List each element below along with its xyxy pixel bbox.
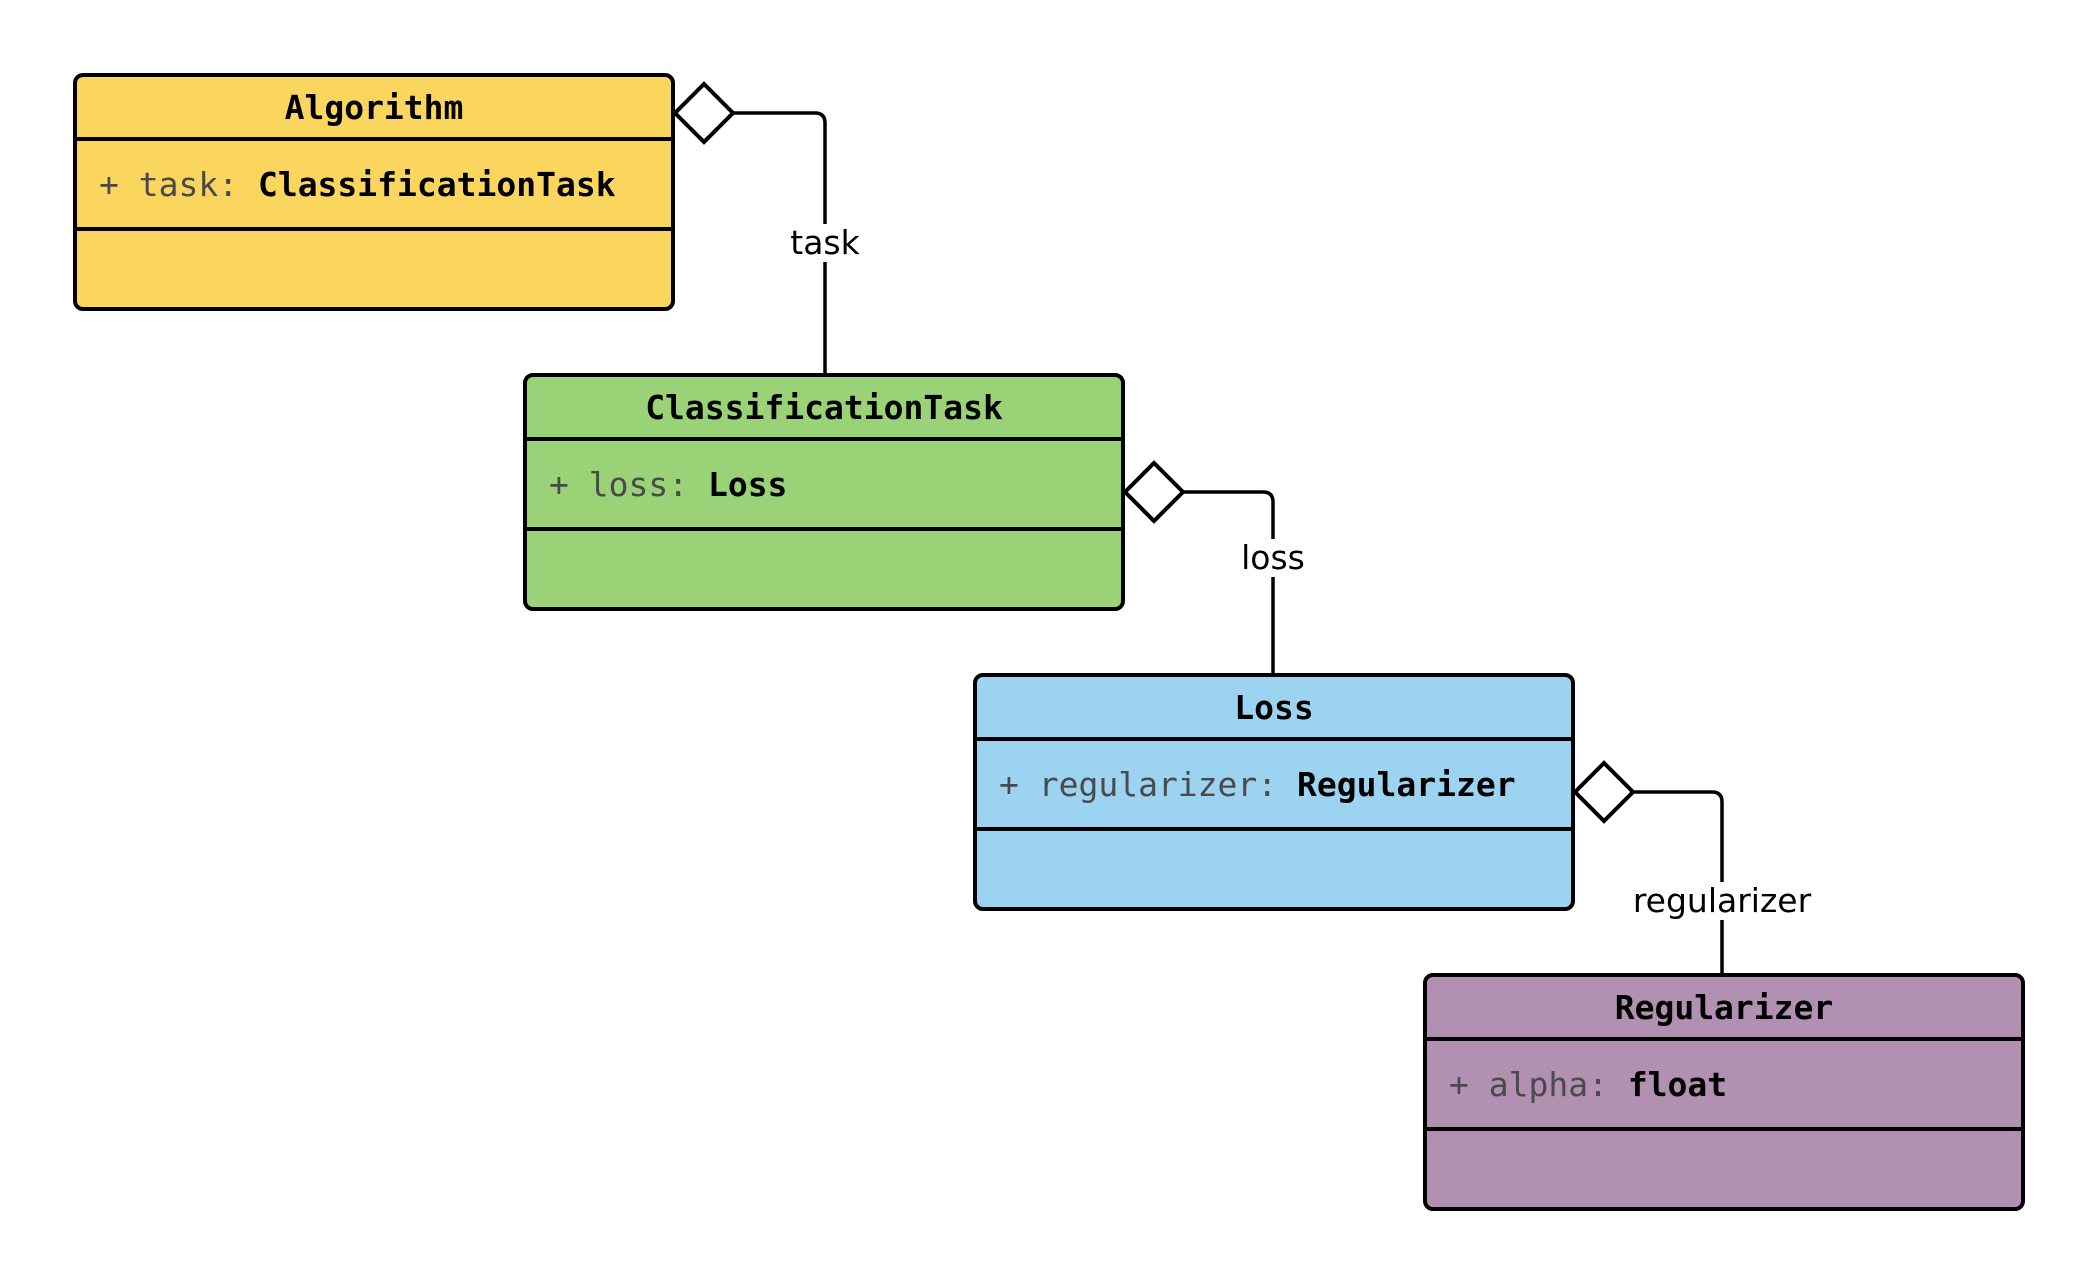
- edge-regularizer: [1572, 760, 1724, 973]
- edge-line: [1633, 790, 1724, 973]
- edge-label-task: task: [782, 224, 868, 262]
- edge-line: [1183, 490, 1275, 673]
- class-methods-compartment-empty: [977, 831, 1571, 907]
- class-box-algorithm: Algorithm + task: ClassificationTask: [73, 73, 675, 311]
- class-box-classificationtask: ClassificationTask + loss: Loss: [523, 373, 1125, 611]
- class-box-regularizer: Regularizer + alpha: float: [1423, 973, 2025, 1211]
- attribute-prefix: + regularizer:: [999, 764, 1298, 804]
- class-box-loss: Loss + regularizer: Regularizer: [973, 673, 1575, 911]
- aggregation-diamond-icon: [672, 81, 736, 145]
- class-attributes-row: + loss: Loss: [527, 441, 1121, 531]
- class-attributes-row: + regularizer: Regularizer: [977, 741, 1571, 831]
- edge-label-loss: loss: [1233, 539, 1313, 577]
- attribute-type: float: [1627, 1064, 1728, 1104]
- class-methods-compartment-empty: [1427, 1131, 2021, 1207]
- aggregation-diamond-icon: [1572, 760, 1636, 824]
- attribute-type: Regularizer: [1297, 764, 1516, 804]
- class-title: Algorithm: [77, 77, 671, 141]
- attribute-prefix: + task:: [99, 164, 258, 204]
- edge-task: [672, 81, 827, 373]
- attribute-type: Loss: [707, 464, 788, 504]
- class-methods-compartment-empty: [527, 531, 1121, 607]
- class-methods-compartment-empty: [77, 231, 671, 307]
- aggregation-diamond-icon: [1122, 460, 1186, 524]
- attribute-prefix: + loss:: [549, 464, 708, 504]
- edge-label-regularizer: regularizer: [1624, 882, 1820, 920]
- attribute-type: ClassificationTask: [257, 164, 616, 204]
- class-attributes-row: + task: ClassificationTask: [77, 141, 671, 231]
- class-title: Loss: [977, 677, 1571, 741]
- class-attributes-row: + alpha: float: [1427, 1041, 2021, 1131]
- edge-line: [733, 111, 827, 373]
- edge-loss: [1122, 460, 1275, 673]
- attribute-prefix: + alpha:: [1449, 1064, 1628, 1104]
- class-title: ClassificationTask: [527, 377, 1121, 441]
- class-title: Regularizer: [1427, 977, 2021, 1041]
